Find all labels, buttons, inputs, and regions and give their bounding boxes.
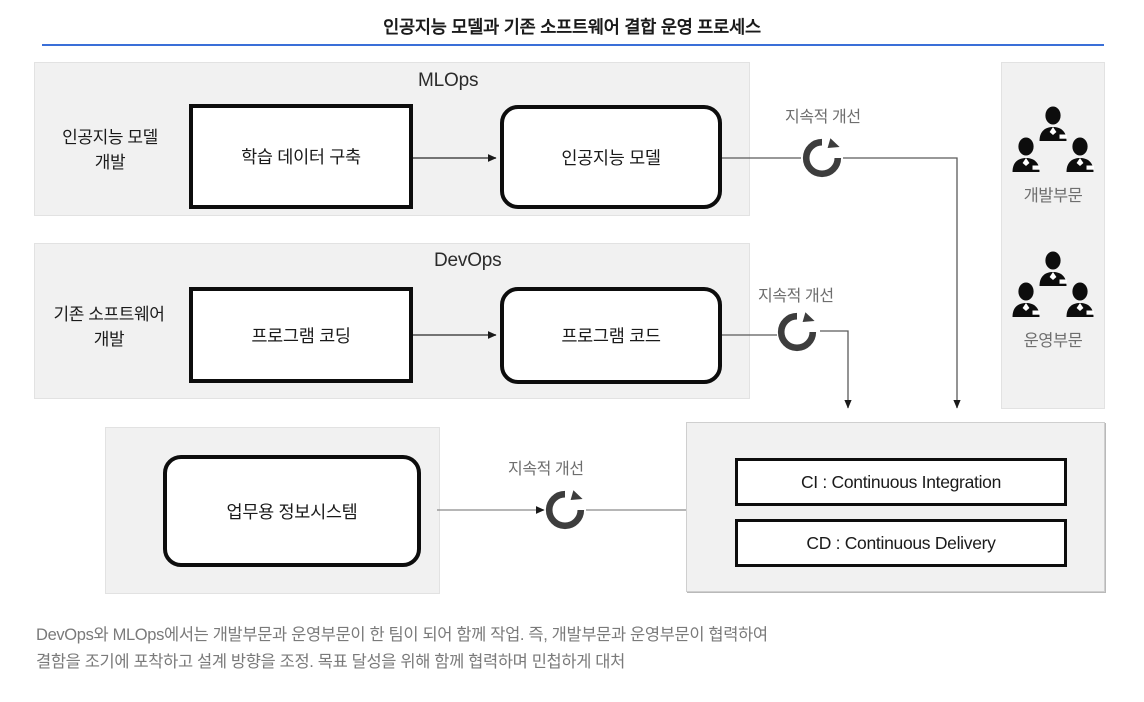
people-group-icon bbox=[1001, 249, 1105, 323]
mlops-side-label-line2: 개발 bbox=[94, 152, 126, 172]
devops-step-program-code[interactable]: 프로그램 코드 bbox=[500, 287, 722, 384]
information-system-box[interactable]: 업무용 정보시스템 bbox=[163, 455, 421, 567]
devops-side-label: 기존 소프트웨어 개발 bbox=[14, 303, 204, 352]
team-operations: 운영부문 bbox=[1001, 249, 1105, 350]
system-loop-label: 지속적 개선 bbox=[508, 461, 584, 478]
devops-step-program-coding[interactable]: 프로그램 코딩 bbox=[189, 287, 413, 383]
person-icon bbox=[1007, 135, 1045, 173]
mlops-side-label: 인공지능 모델 개발 bbox=[30, 126, 190, 175]
title-divider bbox=[42, 44, 1104, 46]
cicd-item-cd[interactable]: CD : Continuous Delivery bbox=[735, 519, 1067, 567]
mlops-step-training-data[interactable]: 학습 데이터 구축 bbox=[189, 104, 413, 209]
person-icon bbox=[1061, 135, 1099, 173]
refresh-circular-arrow-icon bbox=[543, 488, 587, 532]
devops-side-label-line2: 개발 bbox=[93, 329, 125, 349]
team-development: 개발부문 bbox=[1001, 104, 1105, 205]
team-operations-label: 운영부문 bbox=[1023, 332, 1083, 350]
devops-loop-label: 지속적 개선 bbox=[758, 288, 834, 305]
devops-panel-title: DevOps bbox=[434, 250, 502, 271]
mlops-side-label-line1: 인공지능 모델 bbox=[62, 128, 158, 147]
refresh-circular-arrow-icon bbox=[775, 310, 819, 354]
person-icon bbox=[1007, 280, 1045, 318]
person-icon bbox=[1034, 104, 1072, 142]
caption-line-1: DevOps와 MLOps에서는 개발부문과 운영부문이 한 팀이 되어 함께 … bbox=[36, 626, 768, 644]
mlops-loop-label: 지속적 개선 bbox=[785, 109, 861, 126]
mlops-step-ai-model[interactable]: 인공지능 모델 bbox=[500, 105, 722, 209]
caption-line-2: 결함을 조기에 포착하고 설계 방향을 조정. 목표 달성을 위해 함께 협력하… bbox=[36, 652, 625, 671]
devops-side-label-line1: 기존 소프트웨어 bbox=[53, 305, 165, 324]
caption: DevOps와 MLOps에서는 개발부문과 운영부문이 한 팀이 되어 함께 … bbox=[36, 622, 1116, 675]
team-development-label: 개발부문 bbox=[1023, 187, 1083, 205]
person-icon bbox=[1061, 280, 1099, 318]
cicd-item-ci[interactable]: CI : Continuous Integration bbox=[735, 458, 1067, 506]
mlops-panel-title: MLOps bbox=[418, 70, 479, 91]
person-icon bbox=[1034, 249, 1072, 287]
page-title: 인공지능 모델과 기존 소프트웨어 결합 운영 프로세스 bbox=[383, 17, 761, 37]
refresh-circular-arrow-icon bbox=[800, 136, 844, 180]
people-group-icon bbox=[1001, 104, 1105, 178]
